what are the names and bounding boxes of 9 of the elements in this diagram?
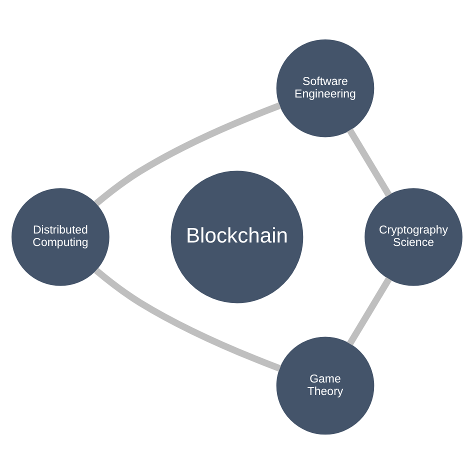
node-circle: Blockchain bbox=[170, 170, 304, 304]
node-circle: Software Engineering bbox=[276, 39, 374, 138]
connector bbox=[94, 102, 282, 206]
connector bbox=[94, 268, 282, 372]
node-circle: Cryptography Science bbox=[364, 188, 462, 286]
node-circle: Game Theory bbox=[276, 336, 374, 435]
node-circle: Distributed Computing bbox=[12, 188, 110, 286]
connector bbox=[346, 128, 392, 197]
connector bbox=[347, 277, 392, 346]
